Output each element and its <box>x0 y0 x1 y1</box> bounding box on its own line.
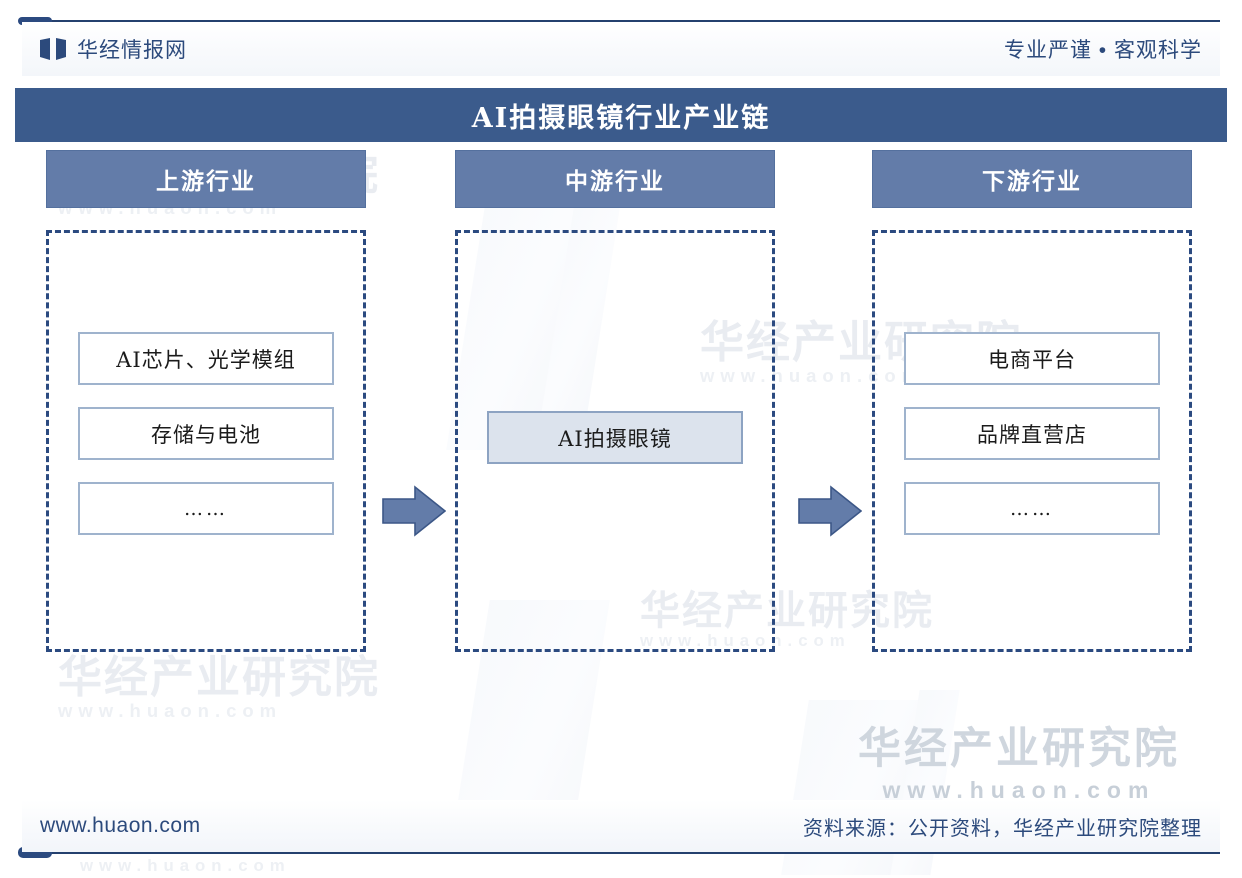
chain-item-label: AI芯片、光学模组 <box>116 347 296 372</box>
brand-name: 华经情报网 <box>77 39 187 62</box>
column-midstream: 中游行业 AI拍摄眼镜 <box>455 150 775 652</box>
chain-item-label: 品牌直营店 <box>977 422 1087 447</box>
column-items-upstream: AI芯片、光学模组 存储与电池 …… <box>78 332 334 535</box>
brand-header: 华经情报网 专业严谨 • 客观科学 <box>22 22 1220 76</box>
brand-tagline: 专业严谨 • 客观科学 <box>1003 39 1202 62</box>
rule-cap <box>18 17 52 25</box>
page-title: AI拍摄眼镜行业产业链 <box>471 102 771 134</box>
chain-item[interactable]: 电商平台 <box>904 332 1160 385</box>
column-items-downstream: 电商平台 品牌直营店 …… <box>904 332 1160 535</box>
column-body-upstream: AI芯片、光学模组 存储与电池 …… <box>46 230 366 652</box>
title-bar: AI拍摄眼镜行业产业链 <box>15 88 1227 142</box>
column-header-label: 上游行业 <box>156 168 256 195</box>
column-items-midstream: AI拍摄眼镜 <box>487 411 743 464</box>
chain-item[interactable]: AI芯片、光学模组 <box>78 332 334 385</box>
column-header-upstream: 上游行业 <box>46 150 366 208</box>
chain-item[interactable]: AI拍摄眼镜 <box>487 411 743 464</box>
column-body-downstream: 电商平台 品牌直营店 …… <box>872 230 1192 652</box>
chain-item[interactable]: 存储与电池 <box>78 407 334 460</box>
chain-item-label: 电商平台 <box>988 347 1076 372</box>
column-header-label: 中游行业 <box>565 168 665 195</box>
footer-source: 资料来源：公开资料，华经产业研究院整理 <box>803 817 1202 840</box>
rule-cap <box>18 847 52 858</box>
chain-item-label: …… <box>1010 497 1054 520</box>
chain-item-label: …… <box>184 497 228 520</box>
column-header-downstream: 下游行业 <box>872 150 1192 208</box>
industry-chain-diagram: 上游行业 AI芯片、光学模组 存储与电池 …… <box>0 150 1242 790</box>
chain-item-label: AI拍摄眼镜 <box>558 426 672 451</box>
chain-item[interactable]: …… <box>78 482 334 535</box>
column-upstream: 上游行业 AI芯片、光学模组 存储与电池 …… <box>46 150 366 652</box>
column-body-midstream: AI拍摄眼镜 <box>455 230 775 652</box>
column-header-label: 下游行业 <box>982 168 1082 195</box>
footer-url[interactable]: www.huaon.com <box>40 814 201 837</box>
chain-item[interactable]: 品牌直营店 <box>904 407 1160 460</box>
bottom-divider-rule <box>18 847 1220 858</box>
footer-bar: www.huaon.com 资料来源：公开资料，华经产业研究院整理 <box>22 800 1220 852</box>
column-header-midstream: 中游行业 <box>455 150 775 208</box>
chain-item[interactable]: …… <box>904 482 1160 535</box>
watermark-url: www.huaon.com <box>80 856 291 875</box>
arrow-upstream-to-midstream-icon <box>382 485 446 537</box>
book-logo-icon <box>40 38 66 60</box>
arrow-midstream-to-downstream-icon <box>798 485 862 537</box>
brand-identity: 华经情报网 <box>40 34 187 64</box>
top-divider-rule <box>18 17 1220 25</box>
column-downstream: 下游行业 电商平台 品牌直营店 …… <box>872 150 1192 652</box>
chain-item-label: 存储与电池 <box>151 422 261 447</box>
